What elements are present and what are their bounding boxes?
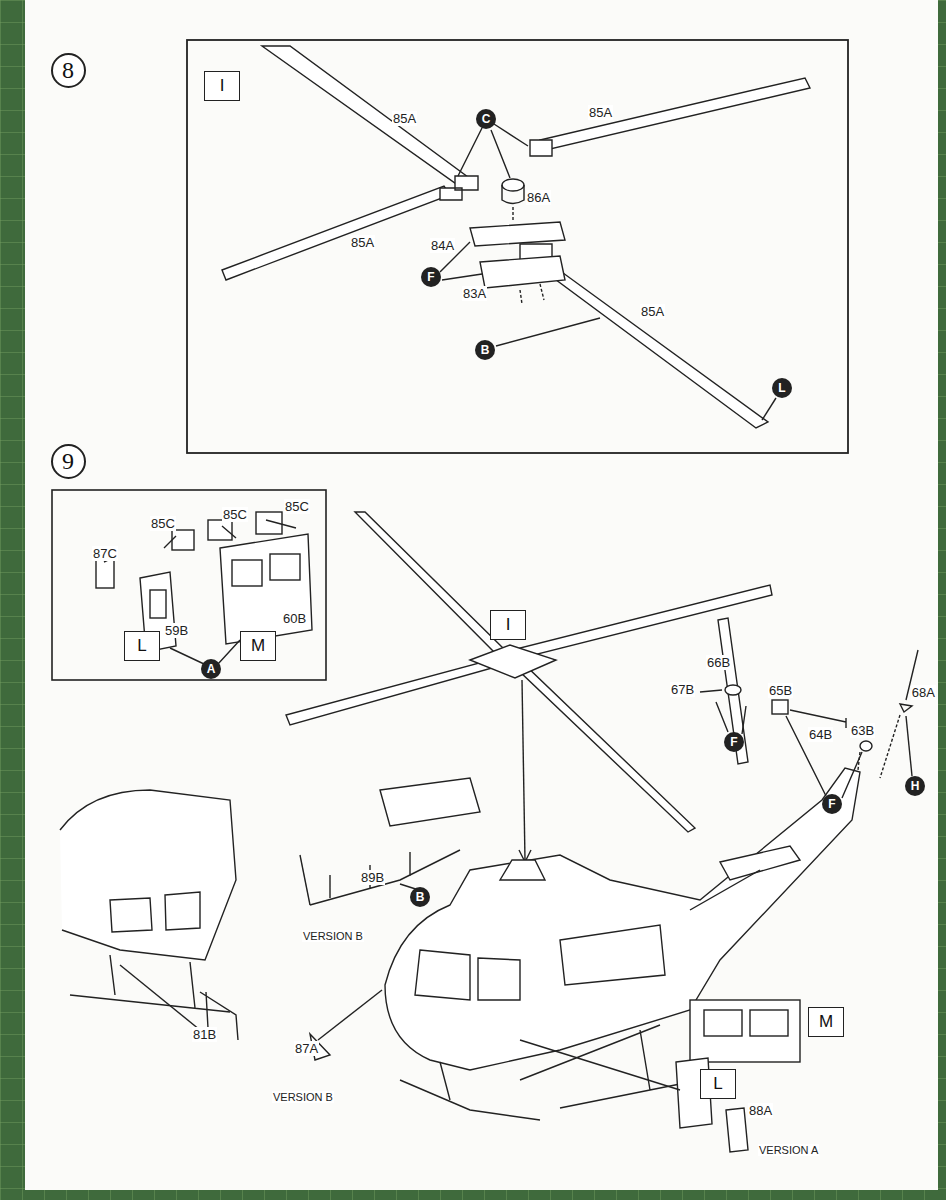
letter-callout: F xyxy=(724,732,744,752)
node-text: L xyxy=(713,1074,722,1094)
assembly-box: M xyxy=(808,1007,844,1037)
part-number: 85C xyxy=(222,507,248,522)
assembly-box: L xyxy=(700,1069,736,1099)
node-text: B xyxy=(416,890,425,904)
letter-callout: B xyxy=(475,340,495,360)
part-number: 84A xyxy=(430,238,455,253)
letter-callout: H xyxy=(905,776,925,796)
part-number: 66B xyxy=(706,655,731,670)
part-number: 63B xyxy=(850,723,875,738)
node-text: 9 xyxy=(62,448,74,475)
node-text: M xyxy=(819,1012,833,1032)
part-number: 65B xyxy=(768,683,793,698)
node-text: L xyxy=(778,381,785,395)
node-text: F xyxy=(828,797,835,811)
part-number: 85C xyxy=(284,499,310,514)
part-number: 85A xyxy=(588,105,613,120)
node-text: C xyxy=(482,112,491,126)
assembly-box: I xyxy=(204,71,240,101)
version-note: VERSION B xyxy=(302,930,364,942)
part-number: 67B xyxy=(670,682,695,697)
version-note: VERSION A xyxy=(758,1144,819,1156)
node-text: H xyxy=(911,779,920,793)
assembly-box: I xyxy=(490,610,526,640)
node-text: 8 xyxy=(62,57,74,84)
letter-callout: C xyxy=(476,109,496,129)
letter-callout: A xyxy=(201,659,221,679)
step-number: 9 xyxy=(51,444,86,479)
version-note: VERSION B xyxy=(272,1091,334,1103)
part-number: 81B xyxy=(192,1027,217,1042)
letter-callout: F xyxy=(822,794,842,814)
part-number: 68A xyxy=(911,685,936,700)
step-number: 8 xyxy=(51,53,86,88)
part-number: 85A xyxy=(350,235,375,250)
part-number: 87A xyxy=(294,1041,319,1056)
part-number: 83A xyxy=(462,286,487,301)
part-number: 85A xyxy=(392,111,417,126)
node-text: F xyxy=(730,735,737,749)
part-number: 86A xyxy=(526,190,551,205)
letter-callout: F xyxy=(421,267,441,287)
part-number: 85C xyxy=(150,516,176,531)
node-text: F xyxy=(427,270,434,284)
part-number: 59B xyxy=(164,623,189,638)
part-number: 89B xyxy=(360,870,385,885)
node-text: B xyxy=(481,343,490,357)
node-text: I xyxy=(506,615,511,635)
assembly-box: M xyxy=(240,631,276,661)
letter-callout: L xyxy=(772,378,792,398)
part-number: 88A xyxy=(748,1103,773,1118)
node-text: L xyxy=(137,636,146,656)
node-text: A xyxy=(207,662,216,676)
letter-callout: B xyxy=(410,887,430,907)
part-number: 64B xyxy=(808,727,833,742)
part-number: 60B xyxy=(282,611,307,626)
node-text: I xyxy=(220,76,225,96)
assembly-box: L xyxy=(124,631,160,661)
part-number: 87C xyxy=(92,546,118,561)
part-number: 85A xyxy=(640,304,665,319)
node-text: M xyxy=(251,636,265,656)
